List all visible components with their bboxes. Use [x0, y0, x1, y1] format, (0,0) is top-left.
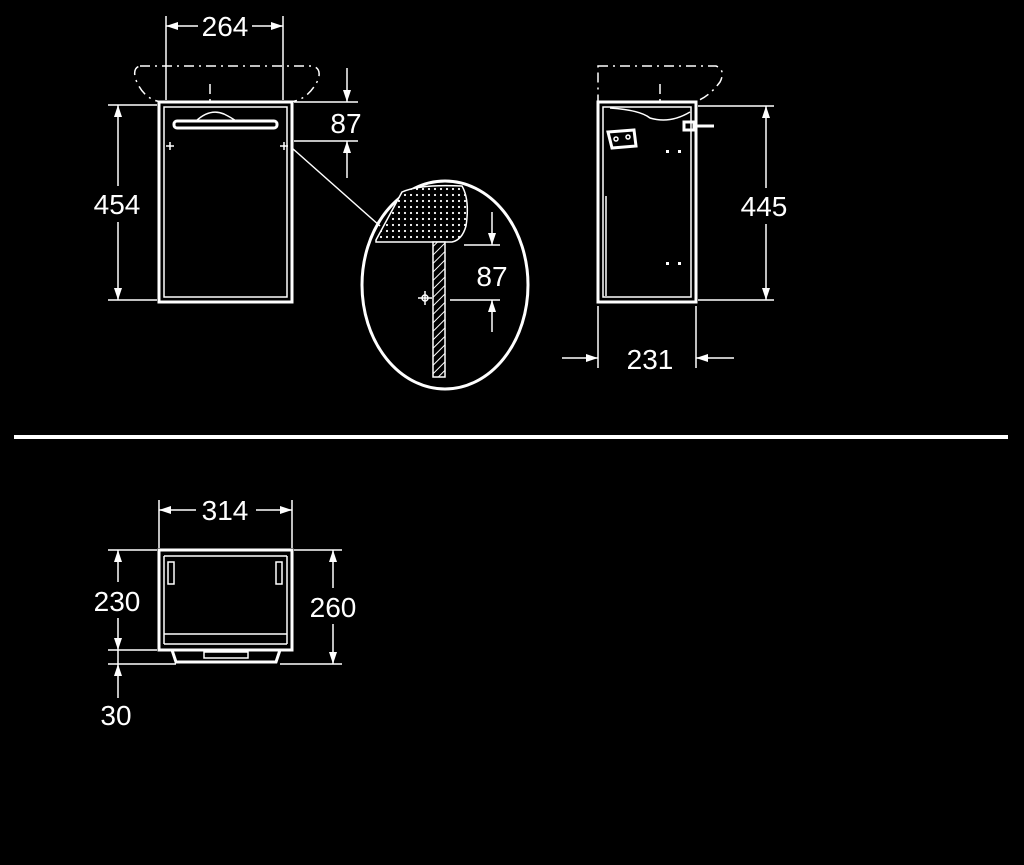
- front-hinge-left: [166, 142, 174, 150]
- plan-base-offset-dimension: 30: [100, 650, 176, 731]
- plan-width-label: 314: [202, 495, 249, 526]
- front-cabinet-outer: [157, 100, 294, 304]
- front-hinge-right: [280, 142, 288, 150]
- plan-inner-depth-dimension: 230: [94, 549, 157, 651]
- detail-offset-label: 87: [476, 261, 507, 292]
- plan-outer-depth-label: 260: [310, 592, 357, 623]
- front-width-label: 264: [202, 11, 249, 42]
- front-height-label: 454: [94, 189, 141, 220]
- detail-leader-line: [291, 147, 381, 227]
- front-handle: [172, 119, 279, 130]
- side-siphon: [609, 107, 691, 121]
- front-basin-outline: [133, 65, 320, 103]
- front-offset-label: 87: [330, 108, 361, 139]
- side-bracket: [606, 128, 638, 150]
- plan-outer-depth-dimension: 260: [280, 549, 357, 665]
- plan-handle: [203, 651, 249, 659]
- side-cabinet-inner: [602, 106, 692, 298]
- front-view: 264 454 87: [94, 11, 381, 304]
- side-basin-outline: [597, 65, 723, 103]
- plan-runner-left: [167, 561, 175, 585]
- side-view: 445 231: [562, 65, 788, 375]
- front-cabinet-inner: [163, 106, 288, 298]
- detail-countertop: [375, 184, 469, 243]
- detail-offset-dimension: 87: [450, 212, 508, 332]
- side-height-dimension: 445: [698, 105, 788, 301]
- plan-width-dimension: 314: [158, 495, 293, 548]
- front-width-dimension: 264: [165, 11, 284, 100]
- side-height-label: 445: [741, 191, 788, 222]
- plan-cabinet-outer: [157, 548, 294, 652]
- plan-view: 314 230 260 30: [94, 495, 357, 731]
- side-fittings: [666, 150, 681, 265]
- front-offset-dimension: 87: [294, 68, 362, 178]
- detail-screw-icon: [418, 291, 432, 305]
- detail-view: 87: [360, 179, 530, 391]
- plan-base-offset-label: 30: [100, 700, 131, 731]
- plan-runner-right: [275, 561, 283, 585]
- front-height-dimension: 454: [94, 104, 157, 301]
- side-tap: [682, 120, 696, 132]
- detail-panel: [432, 241, 446, 378]
- front-siphon: [195, 111, 237, 122]
- side-cabinet-outer: [596, 100, 698, 304]
- plan-inner-depth-label: 230: [94, 586, 141, 617]
- side-depth-label: 231: [627, 344, 674, 375]
- detail-ellipse: [360, 179, 530, 391]
- plan-front-panel: [170, 649, 282, 664]
- side-depth-dimension: 231: [562, 306, 734, 375]
